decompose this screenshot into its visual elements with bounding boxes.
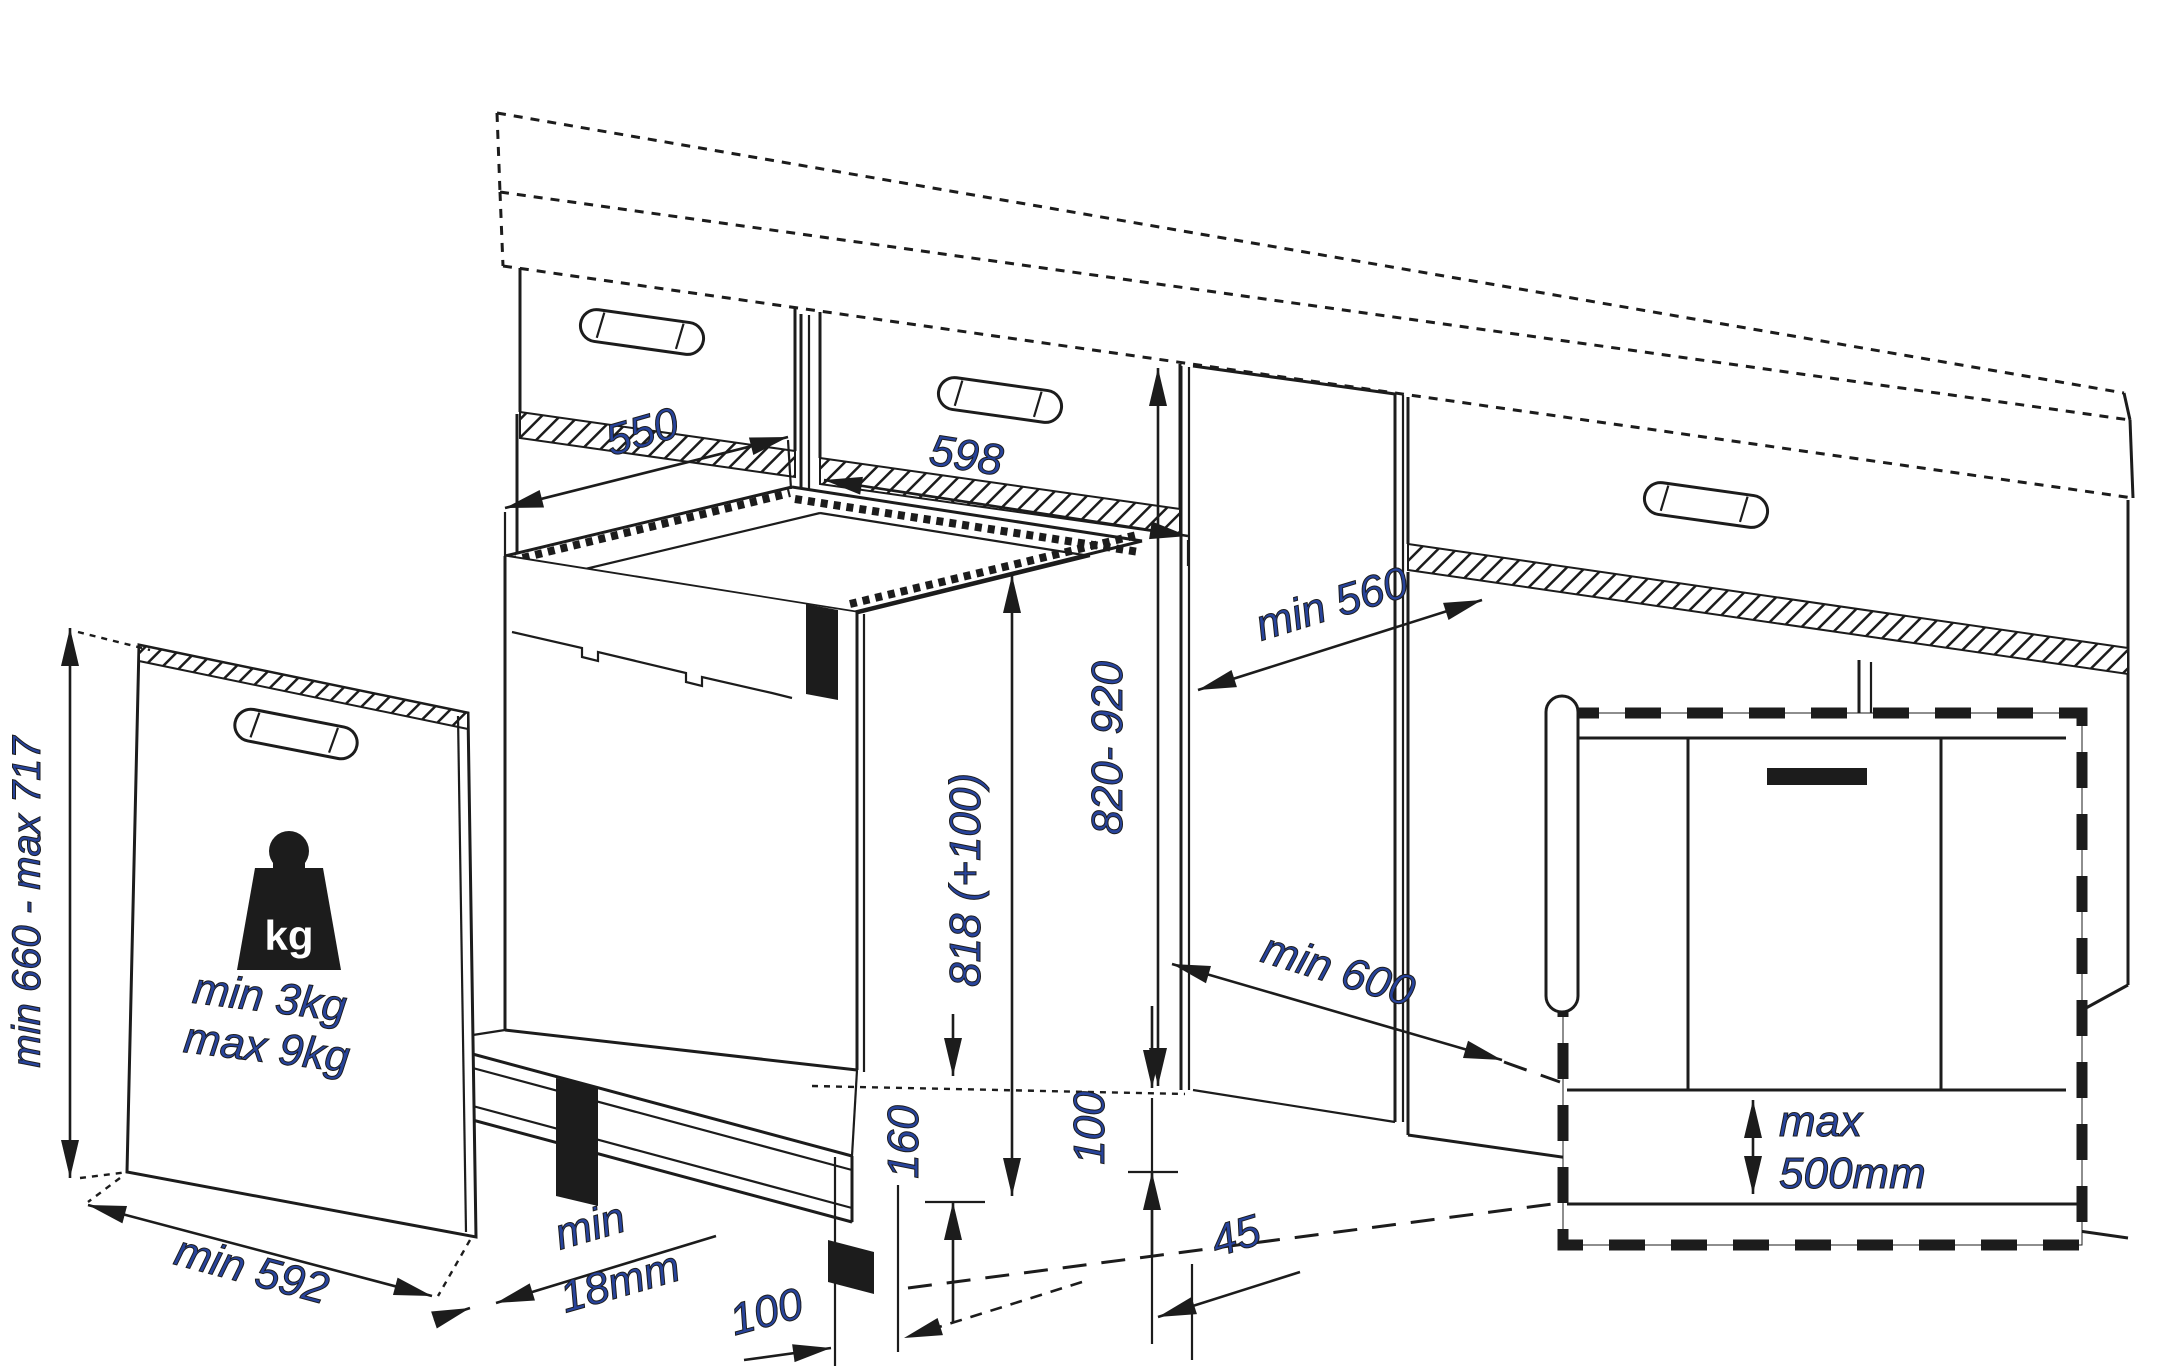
dim-min560-label: min 560 [1250, 558, 1415, 651]
dim-818: 818 (+100) [941, 575, 1021, 1196]
dim-door-height-label: min 660 - max 717 [5, 735, 49, 1068]
dim-598-label: 598 [926, 426, 1007, 486]
dim-160: 160 [879, 1014, 985, 1322]
dishwasher [427, 485, 1143, 1157]
dim-820-920-label: 820- 920 [1083, 661, 1132, 835]
weight-icon: kg [237, 831, 341, 970]
decor-door-panel: kg min 3kg max 9kg [125, 643, 478, 1239]
plinth-base [426, 1040, 874, 1294]
dim-100-bottom-label: 100 [724, 1279, 808, 1345]
dim-818-label: 818 (+100) [941, 773, 990, 987]
dim-100-right: 100 [1065, 1006, 1194, 1360]
drawer-handle-left [576, 306, 708, 358]
front-view-handle-bar [1767, 768, 1867, 785]
hose-clearance-label-max: max [1779, 1097, 1864, 1146]
dim-820-920: 820- 920 [1083, 368, 1167, 1086]
dim-min592-label: min 592 [170, 1226, 334, 1314]
drawer-handle-right [1640, 479, 1772, 531]
artwork: max 500mm kg min 3kg max 9kg [5, 111, 2135, 1366]
detail-box-border [1557, 707, 2088, 1251]
hinge-bracket [806, 604, 838, 700]
cabinet-door-handle-vertical [1544, 694, 1580, 1014]
dim-min600: min 600 [1171, 923, 1503, 1062]
drawer-handle-middle [934, 374, 1066, 426]
dim-min560: min 560 [1197, 557, 1483, 692]
dim-160-label: 160 [879, 1105, 928, 1179]
detail-inset: max 500mm [1544, 660, 2088, 1251]
dim-45-label: 45 [1205, 1205, 1267, 1266]
dim-45: 45 [1157, 1205, 1301, 1319]
hose-clearance-label-value: 500mm [1779, 1149, 1926, 1198]
adjustable-foot-right [828, 1240, 874, 1294]
adjustable-foot-left [556, 1078, 598, 1206]
weight-unit-label: kg [264, 912, 313, 959]
dim-18mm-label-min: min [549, 1193, 631, 1260]
dim-100-right-label: 100 [1065, 1091, 1114, 1165]
dim-door-height: min 660 - max 717 [5, 628, 151, 1180]
dim-598: 598 [823, 425, 1190, 566]
